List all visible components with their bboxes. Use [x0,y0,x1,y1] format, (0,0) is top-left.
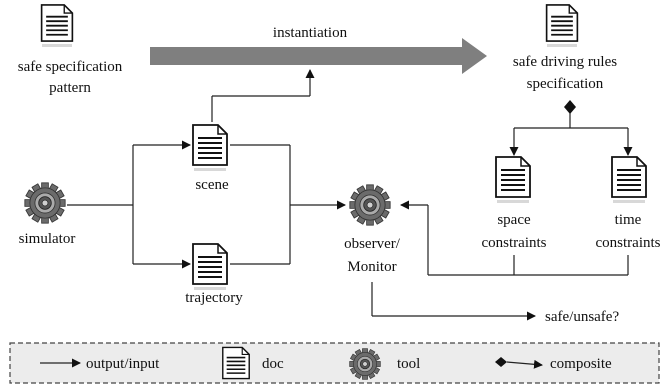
safe-spec-pattern-label-line1: safe specification [18,59,123,75]
legend-output-label: output/input [86,356,160,372]
time-constraints-label-line2: constraints [596,235,661,251]
legend-composite-label: composite [550,356,612,372]
space-constraints-label-line1: space [497,212,531,228]
instantiation-label: instantiation [273,25,348,41]
composite-diamond [564,100,576,114]
simulator-to-docs-connector [67,140,191,269]
legend-composite-arrow [506,359,543,369]
safe-spec-pattern-doc-icon [40,4,74,47]
legend-doc-label: doc [262,356,284,372]
scene-doc-icon [192,124,228,171]
safe-rules-label-line2: specification [527,76,604,92]
time-constraints-doc-icon [611,156,647,203]
safe-rules-doc-icon [545,4,579,47]
observer-to-output-connector [371,282,536,321]
space-constraints-doc-icon [495,156,531,203]
instantiation-arrow [150,38,487,74]
scene-to-instantiation-connector [211,69,315,122]
constraints-to-observer-connector [400,200,629,276]
observer-label-line2: Monitor [347,259,396,275]
output-label: safe/unsafe? [545,309,619,325]
safe-rules-label-line1: safe driving rules [513,54,617,70]
legend-doc-icon [222,346,250,380]
safe-spec-pattern-label-line2: pattern [49,80,91,96]
legend-box [9,342,660,384]
simulator-gear-icon [24,182,66,224]
simulator-label: simulator [19,231,76,247]
legend-tool-label: tool [397,356,420,372]
trajectory-label: trajectory [185,290,243,306]
time-constraints-label-line1: time [615,212,642,228]
observer-label-line1: observer/ [344,236,401,252]
trajectory-doc-icon [192,243,228,290]
composite-connector [509,113,633,156]
legend-composite-diamond [495,357,507,367]
scene-label: scene [195,177,229,193]
docs-to-observer-connector [230,144,346,265]
space-constraints-label-line2: constraints [482,235,547,251]
observer-gear-icon [349,184,391,226]
